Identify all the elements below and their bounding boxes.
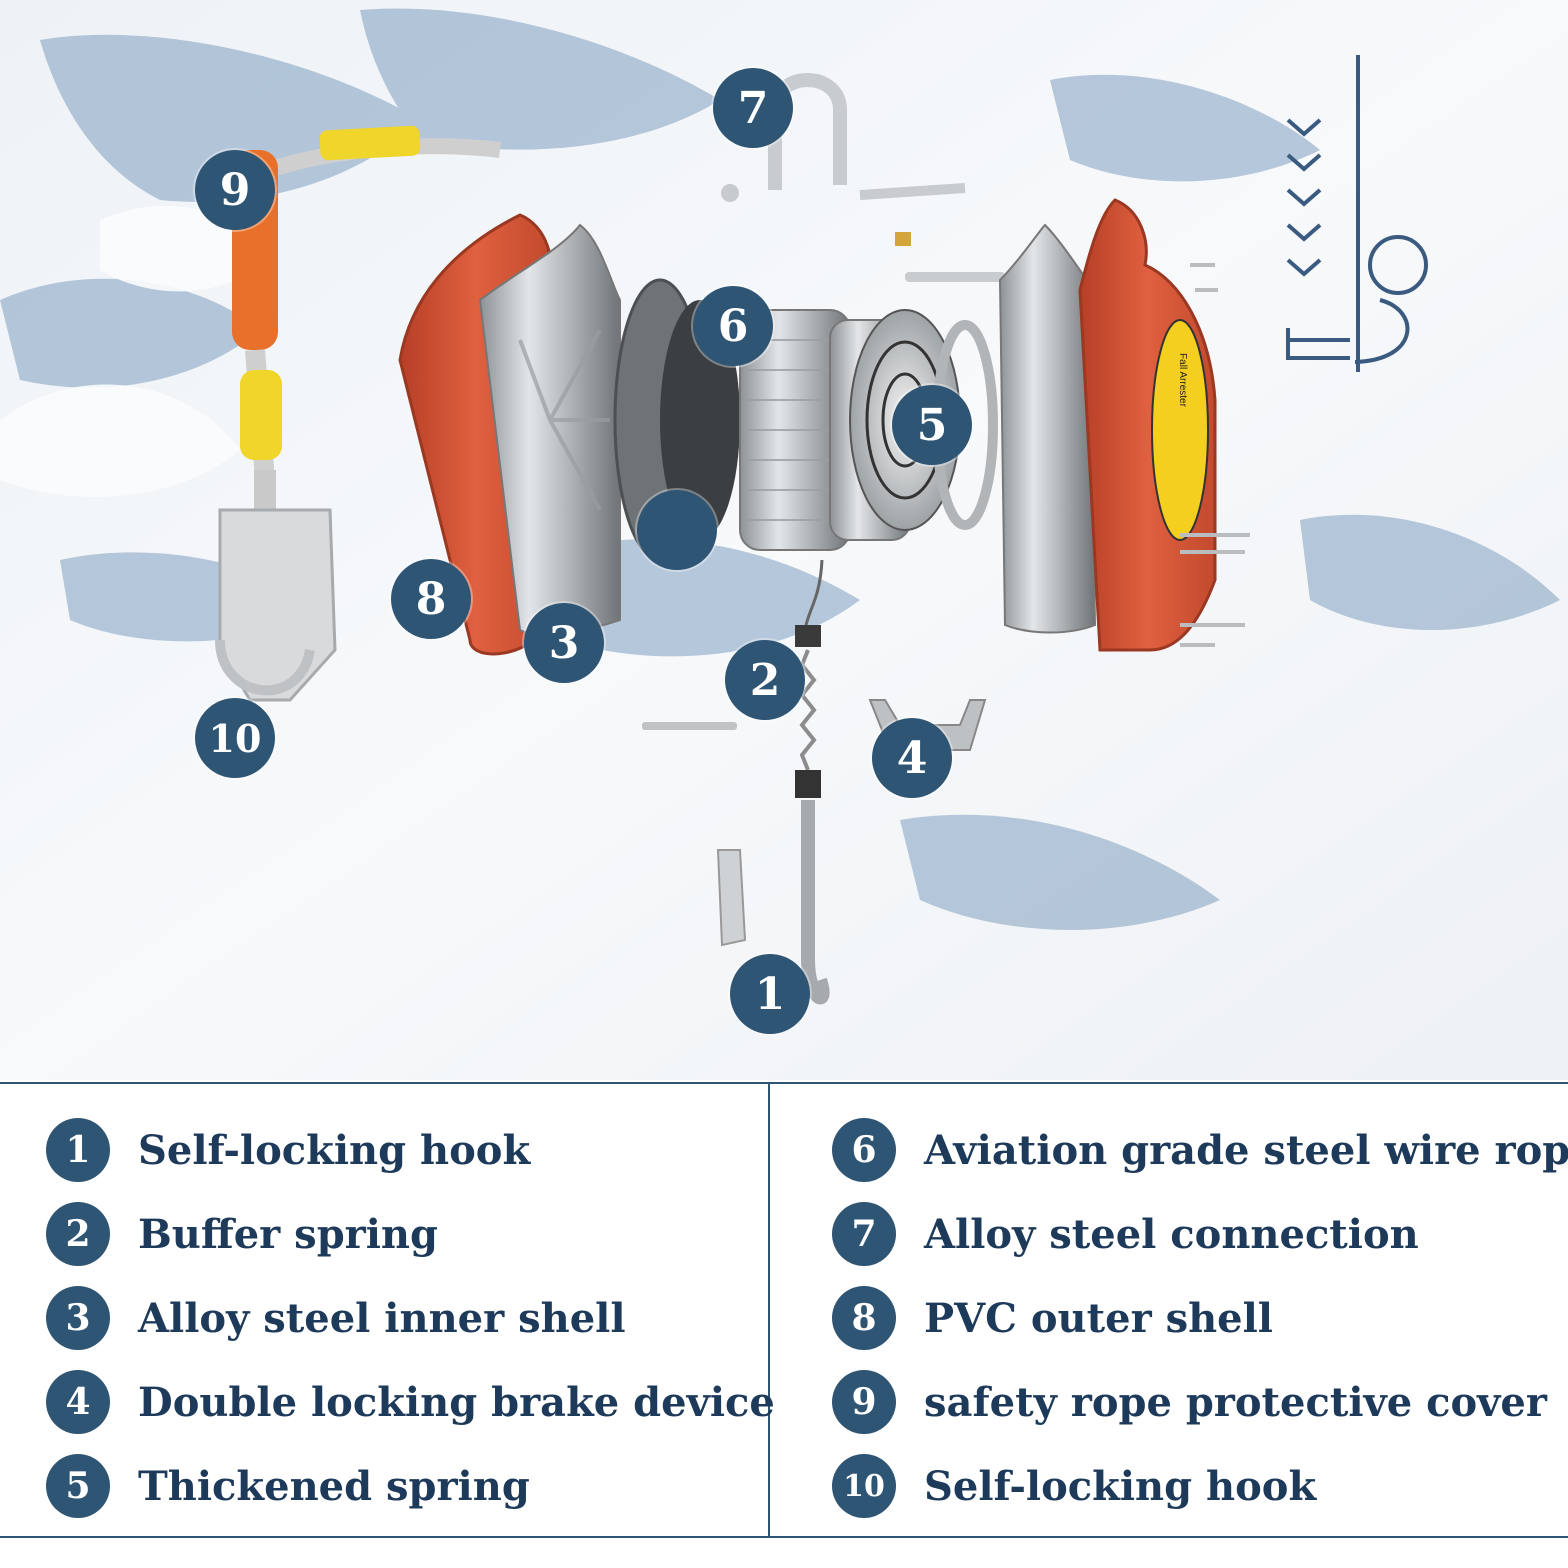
exploded-diagram: Fall Arrester xyxy=(0,0,1568,1080)
legend-label: Alloy steel inner shell xyxy=(138,1294,626,1342)
legend-number-badge: 2 xyxy=(46,1202,110,1266)
callout-6: 6 xyxy=(693,286,773,366)
legend-label: Aviation grade steel wire rope xyxy=(924,1126,1568,1174)
callout-2: 2 xyxy=(725,640,805,720)
product-label: Fall Arrester xyxy=(1177,353,1188,408)
legend-label: Buffer spring xyxy=(138,1210,438,1258)
legend-item: 7 Alloy steel connection xyxy=(832,1192,1568,1276)
legend-number-badge: 8 xyxy=(832,1286,896,1350)
legend-number-badge: 6 xyxy=(832,1118,896,1182)
legend-item: 5 Thickened spring xyxy=(46,1444,775,1528)
legend-item: 10 Self-locking hook xyxy=(832,1444,1568,1528)
legend-item: 3 Alloy steel inner shell xyxy=(46,1276,775,1360)
buffer-spring-hook xyxy=(795,559,830,1005)
legend-label: Thickened spring xyxy=(138,1462,530,1510)
legend-label: Alloy steel connection xyxy=(924,1210,1419,1258)
legend-label: Self-locking hook xyxy=(138,1126,531,1174)
legend-item: 2 Buffer spring xyxy=(46,1192,775,1276)
callout-blank xyxy=(637,490,717,570)
legend-item: 6 Aviation grade steel wire rope xyxy=(832,1108,1568,1192)
legend-item: 9 safety rope protective cover xyxy=(832,1360,1568,1444)
legend-number-badge: 4 xyxy=(46,1370,110,1434)
callout-8: 8 xyxy=(391,559,471,639)
legend-item: 8 PVC outer shell xyxy=(832,1276,1568,1360)
legend-number-badge: 5 xyxy=(46,1454,110,1518)
alloy-inner-shell-right xyxy=(998,223,1097,634)
callout-7: 7 xyxy=(713,68,793,148)
white-leaves xyxy=(0,205,270,497)
legend-number-badge: 9 xyxy=(832,1370,896,1434)
legend-label: safety rope protective cover xyxy=(924,1378,1547,1426)
legend-number-badge: 10 xyxy=(832,1454,896,1518)
legend-label: Double locking brake device xyxy=(138,1378,775,1426)
legend-label: Self-locking hook xyxy=(924,1462,1317,1510)
legend-number-badge: 7 xyxy=(832,1202,896,1266)
parts-legend: 1 Self-locking hook 2 Buffer spring 3 Al… xyxy=(0,1082,1568,1538)
callout-1: 1 xyxy=(730,954,810,1034)
callout-10: 10 xyxy=(195,698,275,778)
legend-column-right: 6 Aviation grade steel wire rope 7 Alloy… xyxy=(832,1108,1568,1528)
callout-3: 3 xyxy=(524,603,604,683)
climber-icon xyxy=(1286,55,1428,372)
legend-number-badge: 3 xyxy=(46,1286,110,1350)
legend-item: 4 Double locking brake device xyxy=(46,1360,775,1444)
legend-column-left: 1 Self-locking hook 2 Buffer spring 3 Al… xyxy=(46,1108,775,1528)
legend-divider xyxy=(768,1084,770,1536)
exploded-view-artwork: Fall Arrester xyxy=(0,0,1568,1080)
legend-label: PVC outer shell xyxy=(924,1294,1274,1342)
callout-5: 5 xyxy=(892,385,972,465)
legend-number-badge: 1 xyxy=(46,1118,110,1182)
legend-item: 1 Self-locking hook xyxy=(46,1108,775,1192)
callout-9: 9 xyxy=(195,150,275,230)
callout-4: 4 xyxy=(872,718,952,798)
